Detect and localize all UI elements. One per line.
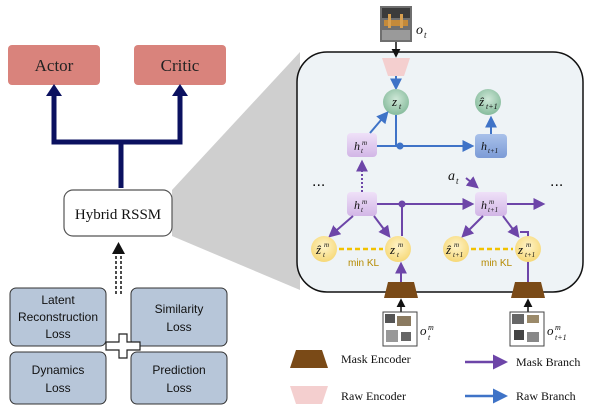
node-zhat-t1: ẑ t+1	[475, 89, 501, 115]
svg-text:t: t	[399, 102, 402, 111]
observation-image-top	[380, 6, 412, 42]
svg-text:m: m	[362, 139, 367, 147]
action-sub: t	[456, 176, 459, 186]
svg-text:t: t	[361, 147, 364, 155]
node-h-t-m-upper: h m t	[347, 133, 377, 157]
legend-mask-encoder-label: Mask Encoder	[341, 352, 411, 366]
actor-arrowhead	[46, 84, 62, 96]
svg-text:z: z	[389, 242, 395, 257]
node-z-t: z t	[383, 89, 409, 115]
node-zhat-t1-m: ẑ m t+1	[443, 236, 469, 262]
observation-image-mask-t1	[509, 311, 545, 347]
min-kl-left-label: min KL	[348, 258, 380, 269]
prediction-loss-line2: Loss	[166, 381, 191, 395]
svg-text:m: m	[398, 241, 403, 249]
similarity-loss-line2: Loss	[166, 320, 191, 334]
obs-mask-t-sub: t	[428, 333, 431, 342]
obs-mask-t1-sub: t+1	[555, 333, 567, 342]
svg-text:t+1: t+1	[488, 147, 498, 155]
node-z-t1-m: z m t+1	[515, 236, 541, 262]
ellipsis-left: ...	[312, 173, 325, 190]
svg-text:h: h	[481, 139, 487, 153]
svg-text:t+1: t+1	[486, 102, 498, 111]
svg-text:t: t	[397, 251, 400, 259]
hybrid-rssm-label: Hybrid RSSM	[75, 207, 161, 223]
hybrid-rssm-box: Hybrid RSSM	[63, 189, 173, 237]
latent-loss-line2: Reconstruction	[18, 310, 98, 324]
critic-arrowhead	[172, 84, 188, 96]
svg-text:m: m	[526, 241, 531, 249]
svg-text:ẑ: ẑ	[478, 94, 485, 109]
node-h-t1: h t+1	[475, 134, 507, 158]
svg-text:ẑ: ẑ	[445, 242, 452, 257]
svg-text:t+1: t+1	[453, 251, 463, 259]
legend-raw-encoder-label: Raw Encoder	[341, 389, 406, 403]
legend-mask-encoder-swatch	[290, 350, 328, 368]
actor-label: Actor	[35, 56, 74, 75]
svg-text:ẑ: ẑ	[315, 242, 322, 257]
svg-text:h: h	[354, 198, 360, 212]
svg-text:z: z	[391, 94, 397, 109]
similarity-loss-line1: Similarity	[155, 302, 204, 316]
loss-to-rssm-arrow	[112, 242, 125, 294]
zoom-cone	[172, 52, 300, 290]
legend-raw-branch-label: Raw Branch	[516, 389, 576, 403]
raw-branch-arrows	[369, 111, 497, 152]
svg-text:m: m	[454, 241, 459, 249]
node-z-t-m: z m t	[385, 236, 411, 262]
node-h-t1-m: h m t+1	[475, 192, 507, 216]
svg-text:m: m	[362, 198, 367, 206]
prediction-loss-line1: Prediction	[152, 363, 205, 377]
mask-encoder-t1	[511, 282, 545, 298]
legend-raw-encoder-swatch	[290, 386, 328, 404]
obs-mask-t-label: o	[420, 323, 427, 338]
svg-text:t: t	[323, 251, 326, 259]
svg-text:h: h	[481, 198, 487, 212]
action-arrow	[465, 176, 479, 189]
svg-text:t+1: t+1	[525, 251, 535, 259]
obs-mask-t1-sup: m	[555, 323, 561, 332]
prediction-loss-box: Prediction Loss	[130, 351, 228, 405]
obs-top-label: o	[416, 23, 423, 38]
svg-text:m: m	[324, 241, 329, 249]
raw-branch-junction	[396, 142, 404, 150]
legend-mask-branch-label: Mask Branch	[516, 355, 580, 369]
latent-loss-line1: Latent	[41, 293, 75, 307]
raw-encoder-shape	[382, 58, 410, 76]
node-h-t-m-lower: h m t	[347, 192, 377, 216]
actor-box: Actor	[8, 45, 100, 85]
svg-text:m: m	[489, 198, 494, 206]
dynamics-loss-line1: Dynamics	[32, 363, 85, 377]
action-label: a	[448, 169, 455, 184]
dynamics-loss-line2: Loss	[45, 381, 70, 395]
mask-branch-junction	[398, 200, 406, 208]
actor-critic-fork	[51, 92, 183, 188]
svg-text:t+1: t+1	[488, 206, 498, 214]
min-kl-right-label: min KL	[481, 258, 513, 269]
obs-mask-t1-label: o	[547, 323, 554, 338]
svg-text:z: z	[517, 242, 523, 257]
svg-text:h: h	[354, 139, 360, 153]
latent-loss-line3: Loss	[45, 327, 70, 341]
node-zhat-t-m: ẑ m t	[311, 236, 337, 262]
latent-reconstruction-loss-box: Latent Reconstruction Loss	[9, 287, 107, 347]
mask-encoder-t	[384, 282, 418, 298]
critic-label: Critic	[161, 56, 200, 75]
observation-image-mask-t	[382, 311, 418, 347]
plus-icon	[105, 333, 141, 359]
similarity-loss-box: Similarity Loss	[130, 287, 228, 347]
obs-top-sub: t	[424, 30, 427, 40]
critic-box: Critic	[134, 45, 226, 85]
dynamics-loss-box: Dynamics Loss	[9, 351, 107, 405]
obs-mask-t-sup: m	[428, 323, 434, 332]
svg-text:t: t	[361, 206, 364, 214]
rssm-detail-panel	[296, 51, 584, 293]
ellipsis-right: ...	[550, 173, 563, 190]
